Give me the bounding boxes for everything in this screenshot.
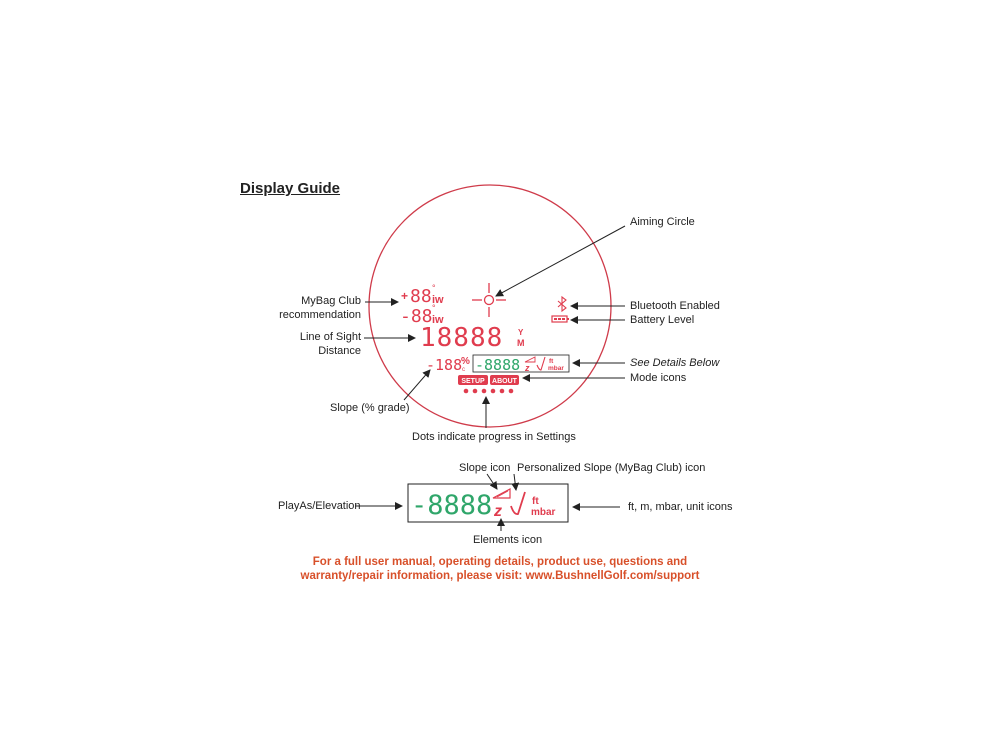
detail-check-icon (510, 491, 526, 515)
club-bottom-digits: -88 (400, 306, 433, 327)
mini-unit-mbar: mbar (548, 365, 564, 372)
club-bottom-degree: ° (432, 303, 436, 313)
detail-slope-icon (492, 488, 511, 499)
see-details-label: See Details Below (630, 357, 720, 369)
mini-unit-ft: ft (549, 358, 554, 365)
distance-unit-y: Y (518, 328, 524, 337)
detail-elevation-digits: -8888 (411, 490, 492, 521)
footer-text: For a full user manual, operating detail… (290, 555, 710, 582)
dots-label: Dots indicate progress in Settings (412, 431, 576, 443)
club-top-degree: ° (432, 283, 436, 293)
page-title: Display Guide (240, 180, 341, 197)
units-label: ft, m, mbar, unit icons (628, 501, 733, 513)
los-label-line1: Line of Sight (299, 331, 361, 343)
distance-digits: 18888 (420, 323, 503, 353)
playas-label: PlayAs/Elevation (278, 500, 361, 512)
mybag-label-line2: recommendation (279, 308, 361, 321)
bluetooth-label: Bluetooth Enabled (630, 300, 720, 312)
detail-box (407, 483, 569, 523)
slope-icon-label: Slope icon (459, 462, 511, 474)
club-bottom-suffix: iw (432, 314, 444, 326)
detail-callout-arrows (355, 473, 620, 531)
los-label-line2: Distance (318, 344, 361, 357)
footer-line2: warranty/repair information, please visi… (300, 570, 700, 582)
aiming-reticle (472, 283, 506, 317)
mode-icons-label: Mode icons (630, 372, 687, 384)
slope-label: Slope (% grade) (330, 402, 410, 414)
about-mode-icon: ABOUT (490, 375, 519, 385)
mini-check-icon (536, 356, 546, 371)
bluetooth-icon (557, 295, 567, 313)
battery-label: Battery Level (630, 314, 695, 326)
elevation-box (472, 354, 570, 373)
svg-text:z: z (524, 363, 530, 373)
aiming-circle-label: Aiming Circle (630, 216, 695, 228)
mini-slope-icon: z (524, 356, 536, 373)
club-top-suffix: iw (432, 294, 444, 306)
los-label: Line of Sight Distance (240, 331, 361, 359)
footer-line1: For a full user manual, operating detail… (312, 556, 688, 568)
club-top-digits: 88 (410, 286, 432, 307)
slope-percent: % (461, 356, 470, 367)
about-label: ABOUT (492, 378, 518, 385)
slope-digits: -188 (426, 356, 462, 374)
distance-unit-m: M (517, 338, 525, 348)
slope-c: c (462, 367, 465, 373)
mybag-label-line1: MyBag Club (301, 295, 361, 307)
elements-icon-label: Elements icon (473, 534, 543, 546)
footer-note: For a full user manual, operating detail… (290, 555, 710, 582)
progress-dots (463, 388, 514, 394)
setup-mode-icon: SETUP (458, 375, 488, 385)
mybag-label: MyBag Club recommendation (240, 295, 361, 323)
callout-arrows (364, 225, 626, 428)
detail-unit-mbar: mbar (531, 507, 556, 518)
club-plus-sign: + (401, 289, 408, 303)
elevation-digits: -8888 (475, 356, 520, 374)
personalized-slope-label: Personalized Slope (MyBag Club) icon (517, 462, 706, 474)
detail-elements-icon: z (493, 503, 502, 520)
detail-unit-ft: ft (532, 496, 539, 507)
battery-icon (551, 315, 569, 323)
setup-label: SETUP (461, 378, 485, 385)
